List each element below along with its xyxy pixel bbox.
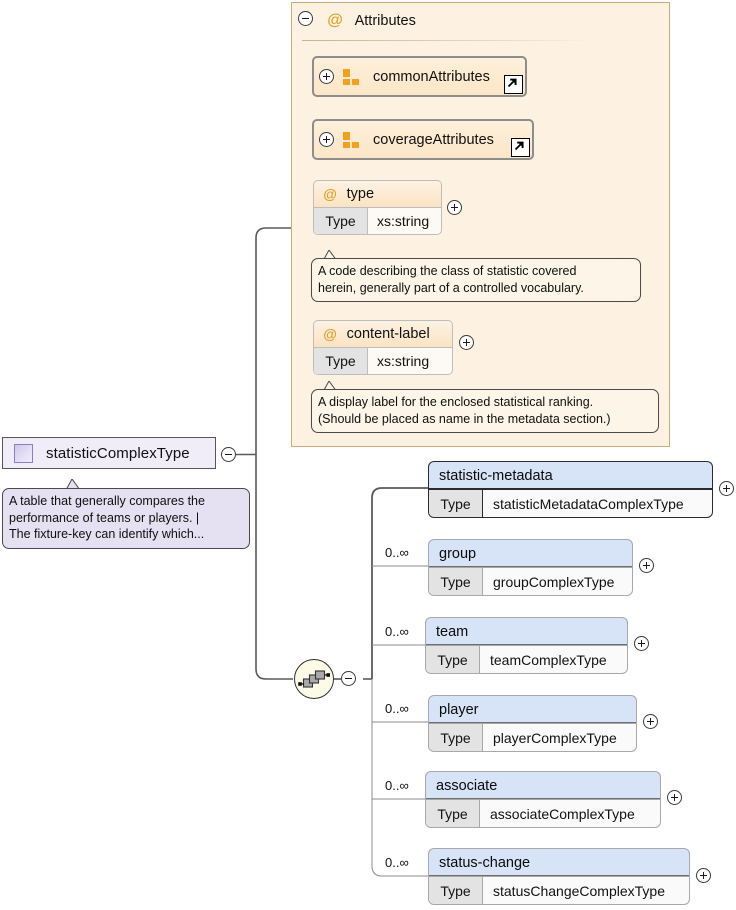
type-label: Type [429, 877, 483, 904]
type-value: statisticMetadataComplexType [493, 495, 684, 512]
type-value: associateComplexType [490, 805, 635, 822]
element-player[interactable]: player Type playerComplexType [428, 695, 637, 752]
type-value: xs:string [377, 353, 430, 369]
type-value: playerComplexType [493, 729, 617, 746]
element-team-expand-toggle[interactable] [634, 636, 649, 651]
element-type-row: Type playerComplexType [428, 723, 637, 752]
sequence-icon [298, 670, 330, 688]
annotation-tail [64, 479, 82, 489]
type-value: groupComplexType [493, 573, 615, 590]
attributes-panel-divider [302, 40, 594, 41]
attribute-group-coverageAttributes-expand-toggle[interactable] [319, 132, 334, 147]
element-name-row: status-change [428, 848, 690, 876]
sequence-collapse-toggle[interactable] [341, 671, 356, 686]
type-value: xs:string [377, 213, 430, 229]
element-statistic-metadata-expand-toggle[interactable] [719, 481, 734, 496]
attribute-type-expand-toggle[interactable] [447, 200, 462, 215]
element-statistic-metadata[interactable]: statistic-metadata Type statisticMetadat… [428, 461, 713, 518]
attribute-group-icon [343, 131, 362, 148]
attributes-panel-collapse-toggle[interactable] [298, 11, 313, 26]
element-associate-expand-toggle[interactable] [667, 790, 682, 805]
attributes-panel-title: Attributes [354, 13, 416, 29]
row-separator [429, 875, 689, 876]
complextype-collapse-toggle[interactable] [221, 447, 236, 462]
attribute-group-label: coverageAttributes [373, 131, 494, 148]
attribute-group-commonAttributes[interactable]: commonAttributes [312, 56, 527, 97]
element-associate[interactable]: associate Type associateComplexType [425, 771, 661, 828]
element-type-row: Type associateComplexType [425, 799, 661, 828]
element-type-row: Type groupComplexType [428, 567, 633, 596]
element-team[interactable]: team Type teamComplexType [425, 617, 628, 674]
row-separator [426, 644, 627, 645]
element-type-row: Type statusChangeComplexType [428, 876, 690, 905]
type-value: teamComplexType [490, 651, 607, 668]
type-label: Type [429, 490, 483, 517]
element-name: group [439, 545, 477, 562]
element-type-row: Type statisticMetadataComplexType [428, 489, 713, 518]
at-symbol-icon: @ [323, 186, 337, 202]
element-status-change[interactable]: status-change Type statusChangeComplexTy… [428, 848, 690, 905]
element-group-expand-toggle[interactable] [639, 558, 654, 573]
element-status-change-expand-toggle[interactable] [696, 868, 711, 883]
attribute-type-type-row: Type xs:string [313, 207, 442, 235]
type-label: Type [426, 646, 480, 673]
attribute-group-coverageAttributes[interactable]: coverageAttributes [312, 119, 534, 160]
attribute-content-label-name-row: @ content-label [313, 320, 453, 347]
type-label: Type [314, 348, 368, 374]
element-name: statistic-metadata [439, 467, 553, 484]
attribute-content-label-expand-toggle[interactable] [459, 335, 474, 350]
cardinality-team: 0..∞ [385, 624, 409, 639]
element-group[interactable]: group Type groupComplexType [428, 539, 633, 596]
at-symbol-icon: @ [323, 326, 337, 342]
sequence-compositor[interactable] [294, 659, 334, 699]
row-separator [429, 488, 712, 489]
attribute-group-commonAttributes-expand-toggle[interactable] [319, 69, 334, 84]
external-link-icon[interactable] [504, 75, 523, 94]
annotation-tail [322, 250, 340, 260]
attributes-panel-header: @ Attributes [292, 3, 669, 39]
annotation-statisticComplexType: A table that generally compares the perf… [2, 488, 250, 549]
attribute-type-name-row: @ type [313, 180, 442, 207]
attribute-content-label-name: content-label [346, 326, 430, 342]
attribute-group-icon [343, 68, 362, 85]
type-value: statusChangeComplexType [493, 882, 665, 899]
type-label: Type [429, 568, 483, 595]
cardinality-associate: 0..∞ [385, 778, 409, 793]
attribute-content-label[interactable]: @ content-label Type xs:string [313, 320, 453, 375]
row-separator [429, 566, 632, 567]
element-name: team [436, 623, 469, 640]
element-name: associate [436, 777, 498, 794]
annotation-tail [322, 381, 340, 391]
type-label: Type [426, 800, 480, 827]
attribute-content-label-type-row: Type xs:string [313, 347, 453, 375]
element-name: player [439, 701, 479, 718]
element-name-row: associate [425, 771, 661, 799]
type-label: Type [314, 208, 368, 234]
element-name: status-change [439, 854, 531, 871]
attribute-type[interactable]: @ type Type xs:string [313, 180, 442, 235]
annotation-attribute-content-label: A display label for the enclosed statist… [311, 389, 659, 433]
row-separator [426, 798, 660, 799]
annotation-attribute-type: A code describing the class of statistic… [311, 258, 641, 302]
complextype-icon [14, 443, 33, 463]
cardinality-status-change: 0..∞ [385, 855, 409, 870]
cardinality-player: 0..∞ [385, 701, 409, 716]
element-name-row: player [428, 695, 637, 723]
row-separator [429, 722, 636, 723]
element-player-expand-toggle[interactable] [643, 714, 658, 729]
element-name-row: statistic-metadata [428, 461, 713, 489]
at-symbol-icon: @ [327, 12, 343, 29]
cardinality-group: 0..∞ [385, 545, 409, 560]
attribute-type-name: type [346, 186, 375, 202]
complextype-label: statisticComplexType [46, 444, 190, 462]
element-name-row: team [425, 617, 628, 645]
external-link-icon[interactable] [511, 138, 530, 157]
type-label: Type [429, 724, 483, 751]
complextype-statisticComplexType[interactable]: statisticComplexType [2, 437, 216, 469]
element-type-row: Type teamComplexType [425, 645, 628, 674]
attribute-group-label: commonAttributes [373, 68, 490, 85]
element-name-row: group [428, 539, 633, 567]
